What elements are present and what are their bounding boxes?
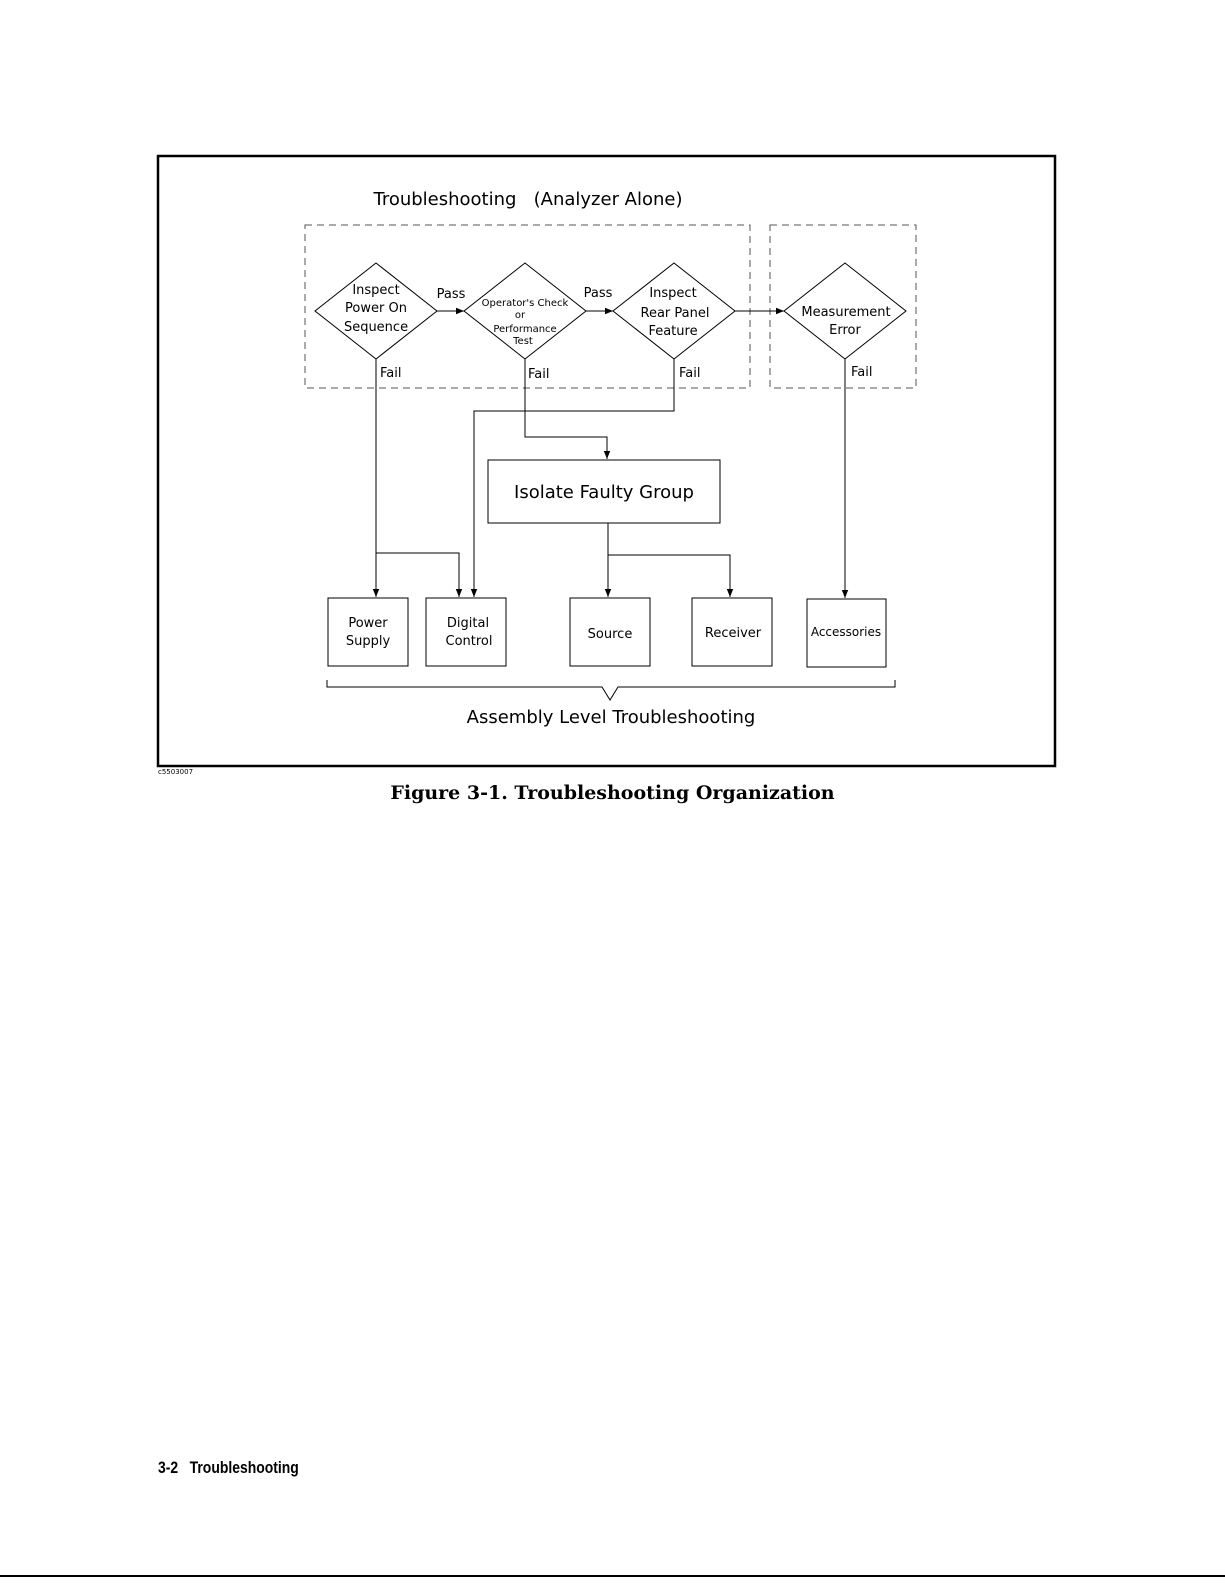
digital-control-label-1: Digital (447, 616, 489, 631)
figure-frame (156, 154, 1057, 768)
figure-caption: Figure 3-1. Troubleshooting Organization (390, 782, 835, 804)
accessories-box (806, 598, 887, 668)
svg-text:Operator's Check: Operator's Check (482, 298, 569, 309)
svg-text:Performance: Performance (493, 324, 556, 335)
isolate-group-label: Isolate Faulty Group (514, 482, 694, 503)
fail-label-operators-check: Fail (528, 367, 549, 382)
pass-label-2: Pass (584, 286, 613, 301)
power-supply-label-2: Supply (346, 634, 391, 649)
digital-control-box (425, 597, 507, 667)
svg-text:Inspect: Inspect (352, 283, 399, 298)
assembly-brace (326, 680, 896, 701)
svg-text:Rear Panel: Rear Panel (641, 306, 710, 321)
source-label: Source (588, 627, 633, 642)
rear-panel-label: Inspect Rear Panel Feature (641, 286, 710, 339)
digital-control-label-2: Control (446, 634, 493, 649)
receiver-box (691, 597, 773, 667)
measurement-group (769, 224, 917, 389)
assembly-level-label: Assembly Level Troubleshooting (467, 707, 756, 728)
diagram-title: Troubleshooting (Analyzer Alone) (372, 189, 682, 210)
pass-label-1: Pass (437, 287, 466, 302)
operators-check-label: Operator's Check or Performance Test (482, 298, 569, 347)
figure-id: c5503007 (158, 768, 193, 776)
fail-label-rear-panel: Fail (679, 366, 700, 381)
svg-text:Measurement: Measurement (801, 305, 890, 320)
power-supply-label-1: Power (348, 616, 388, 631)
accessories-label: Accessories (811, 625, 881, 639)
fail-paths (372, 359, 849, 598)
bottom-rule (0, 1575, 1225, 1577)
section-name: Troubleshooting (189, 1458, 299, 1477)
svg-text:Sequence: Sequence (344, 320, 408, 335)
svg-text:Test: Test (512, 336, 533, 347)
svg-text:Power On: Power On (345, 301, 407, 316)
fail-label-power-on: Fail (380, 366, 401, 381)
svg-text:Inspect: Inspect (649, 286, 696, 301)
measurement-error-label: Measurement Error (801, 305, 890, 338)
svg-text:or: or (515, 310, 526, 321)
power-supply-box (327, 597, 409, 667)
svg-text:Feature: Feature (648, 324, 697, 339)
page-footer: 3-2 Troubleshooting (158, 1458, 310, 1478)
isolate-group-box (487, 459, 721, 524)
fail-label-measurement: Fail (851, 365, 872, 380)
troubleshooting-flowchart: Troubleshooting (Analyzer Alone) Inspect… (156, 154, 1057, 776)
source-box (569, 597, 651, 667)
power-on-label: Inspect Power On Sequence (344, 283, 408, 335)
analyzer-checks-group (304, 224, 751, 389)
svg-text:Error: Error (829, 323, 861, 338)
receiver-label: Receiver (705, 626, 762, 641)
page-number: 3-2 (158, 1458, 179, 1477)
